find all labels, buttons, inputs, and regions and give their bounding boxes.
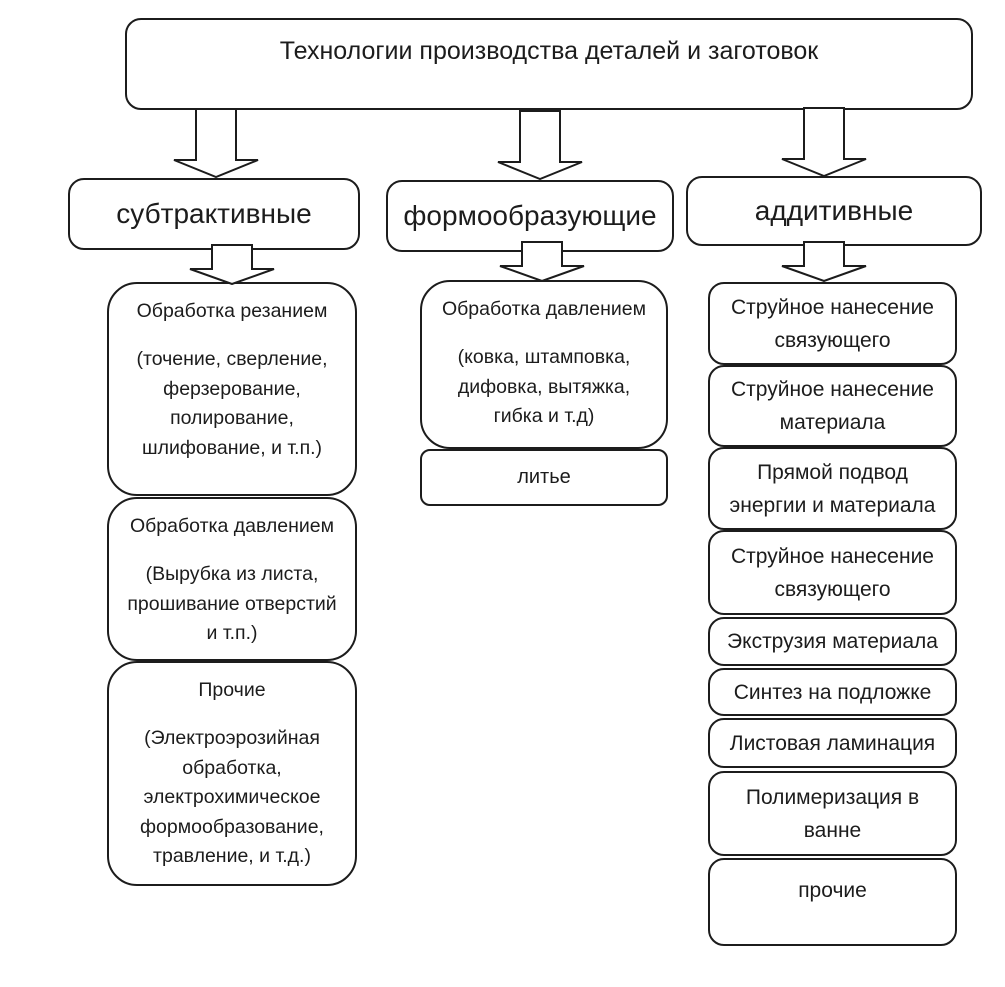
detail-line: (Электроэрозийная	[144, 727, 320, 749]
forming-pressing-title: Обработка давлением	[441, 298, 647, 320]
additive-item-line: Синтез на подложке	[733, 680, 932, 704]
additive-item-line: Полимеризация в	[745, 785, 920, 809]
additive-item-line: Экструзия материала	[727, 630, 938, 653]
subtractive-pressing-box: Обработка давлением (Вырубка из листа, п…	[107, 497, 357, 661]
additive-item-box: Струйное нанесение связующего	[708, 530, 957, 615]
additive-item-line: прочие	[798, 879, 867, 902]
subtractive-cutting-box: Обработка резанием (точение, сверление, …	[107, 282, 357, 496]
detail-line: дифовка, вытяжка,	[457, 375, 631, 398]
additive-item-box: Экструзия материала	[708, 617, 957, 666]
subtractive-cutting-title: Обработка резанием	[136, 300, 328, 322]
additive-item-line: Струйное нанесение	[731, 295, 934, 319]
detail-line: электрохимическое	[143, 786, 321, 808]
down-arrow-icon	[499, 241, 585, 282]
down-arrow-icon	[781, 241, 867, 282]
additive-item-line: Листовая ламинация	[729, 731, 936, 755]
additive-item-line: Струйное нанесение	[731, 544, 934, 568]
additive-item-box: Прямой подвод энергии и материала	[708, 447, 957, 530]
branch-additive-label: аддитивные	[754, 195, 914, 226]
additive-item-line: энергии и материала	[729, 493, 936, 517]
additive-item-box: прочие	[708, 858, 957, 946]
additive-item-line: связующего	[774, 328, 891, 352]
additive-item-line: ванне	[803, 818, 862, 842]
subtractive-other-title: Прочие	[198, 679, 266, 701]
additive-item-line: связующего	[774, 577, 891, 601]
detail-line: (точение, сверление,	[136, 348, 328, 370]
root-title: Технологии производства деталей и загото…	[279, 37, 819, 65]
down-arrow-icon	[173, 108, 259, 178]
additive-item-box: Полимеризация в ванне	[708, 771, 957, 856]
additive-item-box: Листовая ламинация	[708, 718, 957, 768]
detail-line: (Вырубка из листа,	[145, 563, 319, 585]
subtractive-cutting-details: (точение, сверление, ферзерование, полир…	[109, 345, 355, 463]
branch-additive-box: аддитивные	[686, 176, 982, 246]
detail-line: прошивание отверстий	[127, 592, 337, 615]
down-arrow-icon	[497, 110, 583, 180]
branch-forming-box: формообразующие	[386, 180, 674, 252]
subtractive-other-box: Прочие (Электроэрозийная обработка, элек…	[107, 661, 357, 886]
branch-forming-label: формообразующие	[403, 200, 657, 231]
subtractive-pressing-details: (Вырубка из листа, прошивание отверстий …	[109, 560, 355, 649]
forming-pressing-details: (ковка, штамповка, дифовка, вытяжка, гиб…	[422, 343, 666, 432]
detail-line: полирование,	[170, 407, 294, 429]
detail-line: травление, и т.д.)	[153, 845, 311, 867]
branch-subtractive-box: субтрактивные	[68, 178, 360, 250]
additive-item-line: Прямой подвод	[757, 460, 908, 484]
detail-line: обработка,	[182, 756, 282, 779]
root-box: Технологии производства деталей и загото…	[125, 18, 973, 110]
detail-line: гибка и т.д)	[493, 405, 595, 427]
down-arrow-icon	[189, 244, 275, 285]
forming-casting-box: литье	[420, 449, 668, 506]
detail-line: ферзерование,	[163, 377, 301, 400]
forming-casting-title: литье	[517, 466, 571, 488]
additive-item-box: Струйное нанесение связующего	[708, 282, 957, 365]
down-arrow-icon	[781, 107, 867, 177]
branch-subtractive-label: субтрактивные	[116, 198, 312, 229]
additive-item-line: Струйное нанесение	[731, 378, 934, 401]
forming-pressing-box: Обработка давлением (ковка, штамповка, д…	[420, 280, 668, 449]
detail-line: (ковка, штамповка,	[457, 346, 631, 368]
additive-item-line: материала	[779, 411, 886, 434]
detail-line: формообразование,	[140, 815, 324, 838]
subtractive-pressing-title: Обработка давлением	[129, 515, 335, 537]
detail-line: и т.п.)	[206, 622, 258, 644]
detail-line: шлифование, и т.п.)	[141, 436, 323, 459]
additive-item-box: Синтез на подложке	[708, 668, 957, 716]
subtractive-other-details: (Электроэрозийная обработка, электрохими…	[109, 724, 355, 872]
additive-item-box: Струйное нанесение материала	[708, 365, 957, 447]
